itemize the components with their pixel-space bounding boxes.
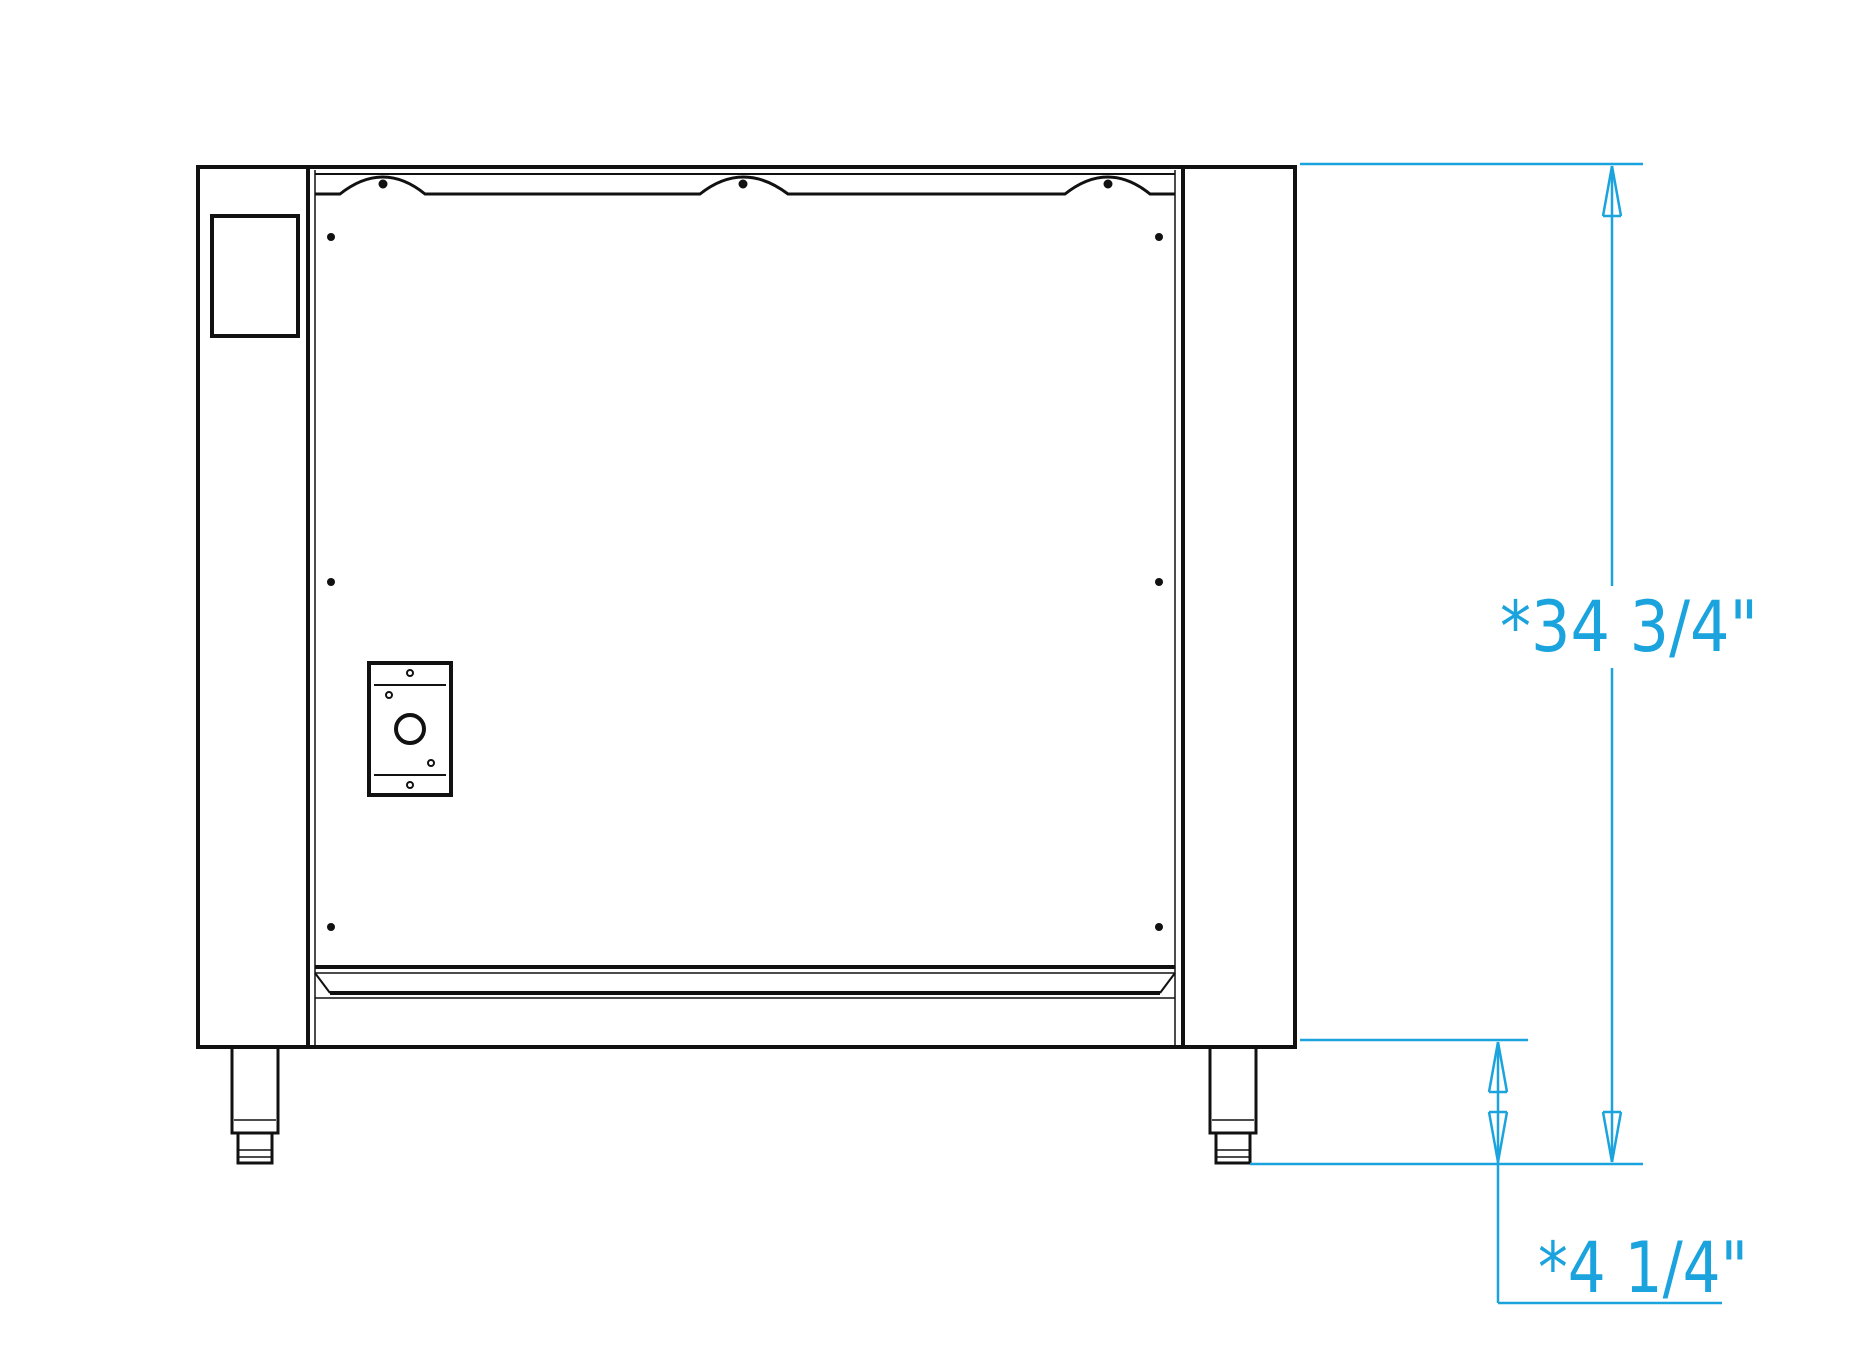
top-rail-scallop-edge (315, 175, 1175, 196)
overall-height-dimension (1250, 162, 1643, 1166)
electrical-junction-box (367, 661, 453, 797)
top-rail-screw (378, 179, 388, 189)
top-rail (315, 173, 1175, 196)
left-side-panel (210, 167, 316, 1047)
cabinet-body (196, 165, 1297, 1049)
control-panel-box (210, 214, 300, 338)
top-rail-screw (738, 179, 748, 189)
left-leg-foot (236, 1131, 274, 1165)
cabinet-outer-frame (196, 165, 1297, 1049)
arrow-down-icon (1601, 1110, 1623, 1163)
junction-box-knockout (394, 713, 426, 745)
leg-height-label: *4 1/4" (1538, 1227, 1748, 1309)
arrow-up-icon (1487, 1041, 1509, 1094)
right-side-panel (1174, 167, 1185, 1047)
back-panel-screws (327, 233, 1163, 931)
right-leg-foot (1214, 1131, 1252, 1165)
right-leg (1208, 1045, 1258, 1165)
top-rail-screw (1103, 179, 1113, 189)
bottom-rail (314, 965, 1176, 999)
arrow-up-icon (1601, 165, 1623, 218)
left-leg (230, 1045, 280, 1165)
overall-height-label: *34 3/4" (1500, 586, 1758, 668)
leg-height-dimension (1300, 1038, 1722, 1305)
arrow-down-icon (1487, 1110, 1509, 1163)
